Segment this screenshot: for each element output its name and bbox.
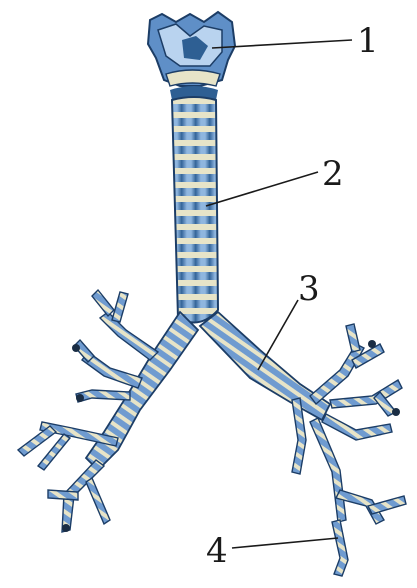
- label-1: 1: [357, 21, 379, 61]
- larynx: [148, 12, 235, 100]
- label-2: 2: [322, 154, 344, 194]
- right-main-bronchus: [200, 312, 330, 420]
- right-branches: [292, 324, 406, 576]
- trachea: [172, 97, 218, 323]
- label-4: 4: [206, 531, 228, 571]
- leader-lines: [206, 40, 352, 548]
- label-3: 3: [298, 269, 320, 309]
